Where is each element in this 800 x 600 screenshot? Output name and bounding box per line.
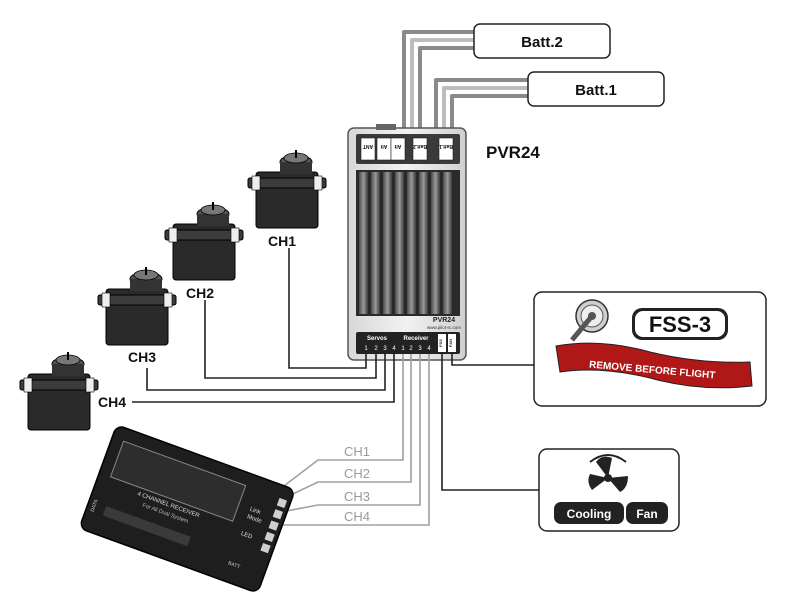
fss-switch-icon <box>570 299 609 342</box>
servo-4 <box>19 352 99 431</box>
device-name: PVR24 <box>486 143 540 162</box>
servo-label-ch3: CH3 <box>128 349 156 365</box>
servo-port-number: 2 <box>374 346 378 352</box>
receiver-port-number: 2 <box>409 346 413 352</box>
servo-3 <box>97 267 177 346</box>
top-port-label: ANT <box>363 143 373 149</box>
fss3-box: FSS-3 REMOVE BEFORE FLIGHT <box>533 291 767 407</box>
receiver-wires <box>275 354 430 526</box>
servos-header: Servos <box>367 336 388 342</box>
device-front-url: www.pilot-rc.com <box>427 325 461 330</box>
receiver-channel-label: CH2 <box>344 466 370 481</box>
servo-wires <box>132 248 395 403</box>
fan-icon <box>588 454 628 492</box>
cooling-fan-box: Cooling Fan <box>538 448 680 532</box>
servo-1 <box>247 150 327 229</box>
side-port-label: FSS <box>438 339 443 347</box>
rx-side1: Link <box>249 507 262 517</box>
accessory-wires <box>441 354 539 491</box>
receiver-port-number: 4 <box>427 346 431 352</box>
batt2-label: Batt.2 <box>521 34 563 51</box>
rx-side2: Mode <box>246 514 263 525</box>
batt1-label: Batt.1 <box>575 82 617 99</box>
receiver-unit: 4 CHANNEL RECEIVER For All Dual System L… <box>80 426 294 592</box>
rx-side3: LED <box>240 531 254 541</box>
rx-data: DATA <box>90 498 100 513</box>
servo-label-ch2: CH2 <box>186 285 214 301</box>
fss-title: FSS-3 <box>649 312 711 337</box>
receiver-port-number: 3 <box>418 346 422 352</box>
device-front-model: PVR24 <box>433 317 455 324</box>
top-port-label: Alt <box>380 143 387 149</box>
servo-port-number: 4 <box>392 346 396 352</box>
servo-port-number: 3 <box>383 346 387 352</box>
pvr24-unit: ANT Alt Alt Batt.2 Batt.1 PVR24 www.pilot-rc… <box>347 124 467 361</box>
servo-2 <box>164 202 244 281</box>
top-port-label: Batt.2 <box>413 143 427 149</box>
receiver-port-number: 1 <box>401 346 405 352</box>
servo-port-number: 1 <box>364 346 368 352</box>
fss-title-badge: FSS-3 <box>632 308 728 340</box>
fan-label-1: Cooling <box>567 507 612 521</box>
top-port-label: Alt <box>394 143 401 149</box>
batt2-box: Batt.2 <box>473 23 611 59</box>
side-port-label: FAN <box>448 339 453 347</box>
batt1-cable <box>434 78 530 130</box>
heatsink <box>356 170 460 316</box>
receiver-header: Receiver <box>403 336 429 342</box>
servo-label-ch4: CH4 <box>98 394 126 410</box>
fan-label-2: Fan <box>636 507 657 521</box>
receiver-channel-label: CH3 <box>344 489 370 504</box>
servo-label-ch1: CH1 <box>268 233 296 249</box>
rx-batt: BATT <box>227 560 241 570</box>
receiver-channel-label: CH4 <box>344 509 370 524</box>
top-port-label: Batt.1 <box>439 143 453 149</box>
batt1-box: Batt.1 <box>527 71 665 107</box>
batt2-cable <box>402 30 476 130</box>
top-ports: ANT Alt Alt Batt.2 Batt.1 <box>360 137 454 161</box>
receiver-channel-label: CH1 <box>344 444 370 459</box>
